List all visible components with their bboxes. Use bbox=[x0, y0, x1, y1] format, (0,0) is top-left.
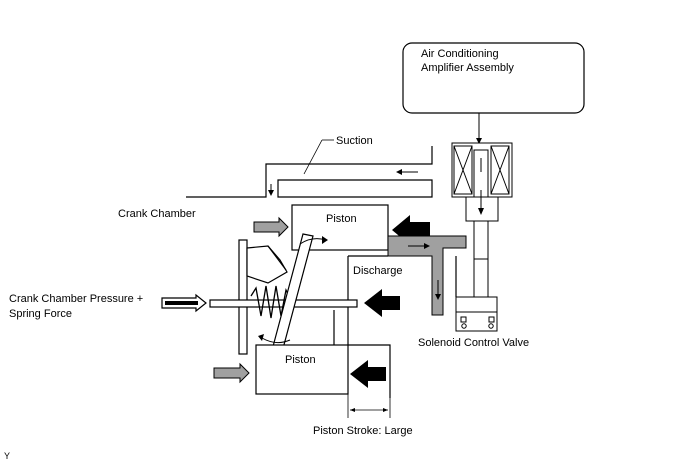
piston-top-label: Piston bbox=[326, 213, 357, 225]
discharge-passage bbox=[387, 235, 467, 316]
solenoid-plunger bbox=[465, 149, 499, 262]
corner-mark: Y bbox=[4, 451, 10, 461]
suction-leader bbox=[303, 139, 323, 175]
piston-bottom bbox=[255, 344, 349, 395]
amplifier-label-line1: Air Conditioning bbox=[421, 48, 499, 60]
tilt-arc-bottom bbox=[261, 337, 291, 344]
piston-bottom-label: Piston bbox=[285, 354, 316, 366]
solenoid-valve-label: Solenoid Control Valve bbox=[418, 337, 529, 349]
swash-plate-hub bbox=[238, 239, 288, 355]
gray-arrow-bottom bbox=[213, 362, 250, 384]
gray-arrow-top bbox=[253, 216, 289, 238]
signal-arrow-head bbox=[476, 138, 482, 144]
suction-flow-arrow bbox=[396, 169, 402, 175]
suction-down-arrow bbox=[268, 190, 274, 196]
spring bbox=[250, 285, 291, 319]
plunger-down-arrow bbox=[478, 208, 484, 215]
crank-chamber-label: Crank Chamber bbox=[118, 208, 196, 220]
black-arrow-bottom bbox=[350, 360, 386, 388]
amplifier-box bbox=[402, 42, 585, 114]
housing-lower bbox=[333, 310, 391, 398]
piston-stroke-label: Piston Stroke: Large bbox=[313, 425, 413, 437]
discharge-label: Discharge bbox=[353, 265, 403, 277]
solenoid-valve-body bbox=[455, 258, 498, 332]
pressure-label-line2: Spring Force bbox=[9, 308, 72, 320]
amplifier-label-line2: Amplifier Assembly bbox=[421, 62, 514, 74]
suction-label: Suction bbox=[336, 135, 373, 147]
suction-inner-wall bbox=[277, 179, 433, 198]
pressure-label-line1: Crank Chamber Pressure + bbox=[9, 293, 143, 305]
suction-passage bbox=[186, 146, 433, 198]
black-arrow-shaft bbox=[364, 289, 400, 317]
